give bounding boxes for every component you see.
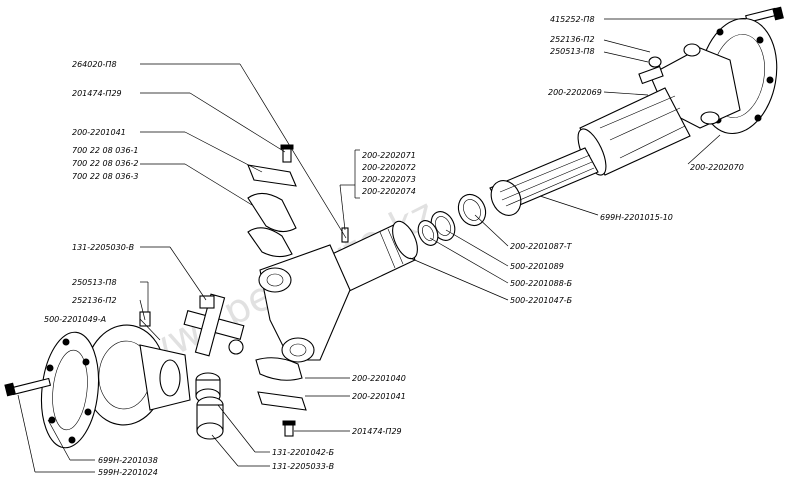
spline-shaft <box>489 147 599 216</box>
label-200-2202074: 200-2202074 <box>362 187 416 196</box>
flange-plate-lower <box>40 331 100 449</box>
bolt-lower-left <box>4 377 52 397</box>
label-201474-p29-bottom: 201474-П29 <box>352 427 402 436</box>
spline-tube-upper <box>577 87 691 176</box>
label-200-2202070: 200-2202070 <box>690 163 744 172</box>
label-500-2201049-a: 500-2201049-А <box>44 315 106 324</box>
cross-spider <box>139 293 245 357</box>
label-264020-p8: 264020-П8 <box>72 60 117 69</box>
label-699n-2201015-10: 699Н-2201015-10 <box>600 213 673 222</box>
label-500-2201047-b: 500-2201047-Б <box>510 296 573 305</box>
label-500-2201089: 500-2201089 <box>510 262 564 271</box>
label-252136-p2-left: 252136-П2 <box>72 296 117 305</box>
label-201474-p29-top: 201474-П29 <box>72 89 122 98</box>
label-700-22-08-036-2: 700 22 08 036-2 <box>72 159 139 168</box>
label-200-2201040: 200-2201040 <box>352 374 406 383</box>
needle-bearings <box>195 372 224 440</box>
label-250513-p8-left: 250513-П8 <box>72 278 117 287</box>
seal-rings <box>417 193 487 246</box>
part-number-labels: 415252-П8 252136-П2 250513-П8 200-220206… <box>44 15 744 477</box>
label-131-2205030-v: 131-2205030-В <box>72 243 134 252</box>
label-200-2202069: 200-2202069 <box>548 88 602 97</box>
label-200-2201087-t: 200-2201087-Т <box>510 242 573 251</box>
label-131-2205033-v: 131-2205033-В <box>272 462 334 471</box>
label-200-2201041-bottom: 200-2201041 <box>352 392 406 401</box>
label-250513-p8-top: 250513-П8 <box>550 47 595 56</box>
label-200-2202073: 200-2202073 <box>362 175 416 184</box>
lock-plates-upper <box>247 144 297 258</box>
label-131-2201042-b: 131-2201042-Б <box>272 448 335 457</box>
flange-yoke-lower <box>84 324 191 426</box>
label-200-2202071: 200-2202071 <box>362 151 416 160</box>
label-700-22-08-036-1: 700 22 08 036-1 <box>72 146 139 155</box>
label-200-2202072: 200-2202072 <box>362 163 416 172</box>
label-599n-2201024: 599Н-2201024 <box>98 468 158 477</box>
lock-plates-lower <box>255 357 307 437</box>
label-200-2201041-top: 200-2201041 <box>72 128 126 137</box>
leader-lines <box>17 18 746 473</box>
label-500-2201088-b: 500-2201088-Б <box>510 279 573 288</box>
label-700-22-08-036-3: 700 22 08 036-3 <box>72 172 139 181</box>
label-699n-2201038: 699Н-2201038 <box>98 456 158 465</box>
label-415252-p8: 415252-П8 <box>550 15 595 24</box>
label-252136-p2-top: 252136-П2 <box>550 35 595 44</box>
